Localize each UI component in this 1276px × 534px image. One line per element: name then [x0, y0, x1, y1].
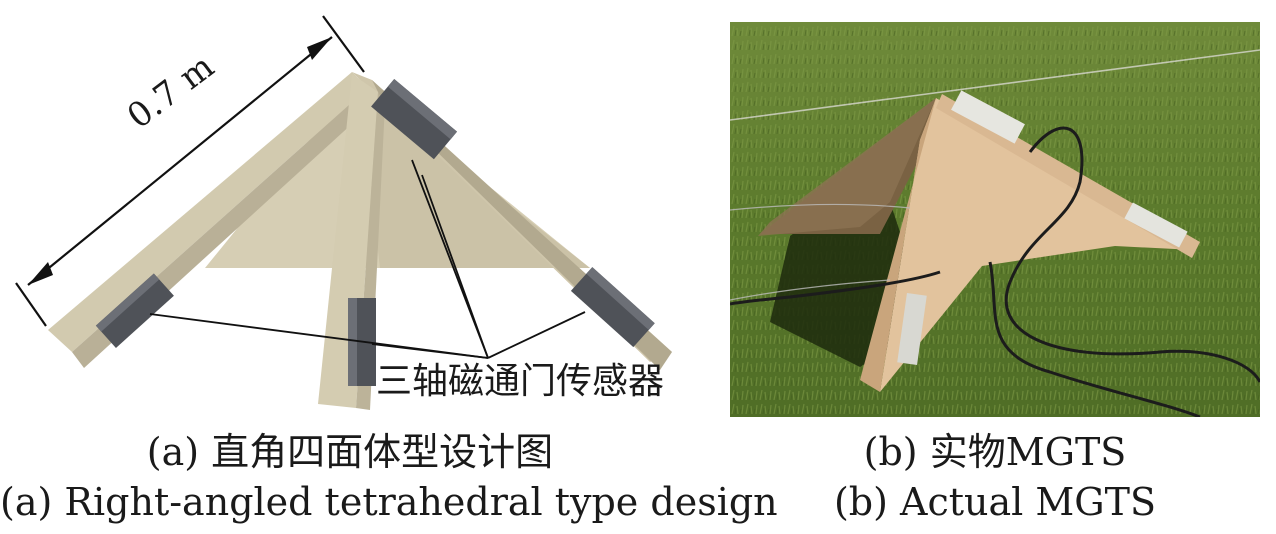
sensor-top-photo	[951, 90, 1025, 144]
sensor-front-photo	[897, 292, 927, 366]
sensor-right-photo	[1124, 202, 1188, 248]
vertical-leg	[318, 74, 378, 408]
caption-b-english: (b) Actual MGTS	[833, 480, 1157, 524]
caption-a-english: (a) Right-angled tetrahedral type design	[0, 480, 778, 524]
left-beam	[48, 72, 368, 352]
dimension-arrow	[15, 15, 365, 327]
device-photo	[730, 22, 1260, 417]
background-wire	[730, 49, 1260, 121]
front-face	[880, 98, 1195, 392]
sensor-right	[570, 267, 655, 348]
sensor-top	[371, 78, 458, 160]
design-drawing-panel: 0.7 m 三轴磁通门传感器	[0, 0, 700, 425]
tetrahedron-design-drawing	[15, 15, 672, 410]
sensor-left	[95, 273, 174, 348]
wood-face-shadow	[358, 80, 590, 268]
caption-b-chinese: (b) 实物MGTS	[863, 430, 1127, 474]
leader-lines	[149, 159, 586, 359]
caption-a-chinese: (a) 直角四面体型设计图	[146, 430, 554, 474]
sensor-label: 三轴磁通门传感器	[376, 361, 665, 402]
photo-panel	[730, 22, 1260, 417]
cables	[730, 126, 1260, 417]
